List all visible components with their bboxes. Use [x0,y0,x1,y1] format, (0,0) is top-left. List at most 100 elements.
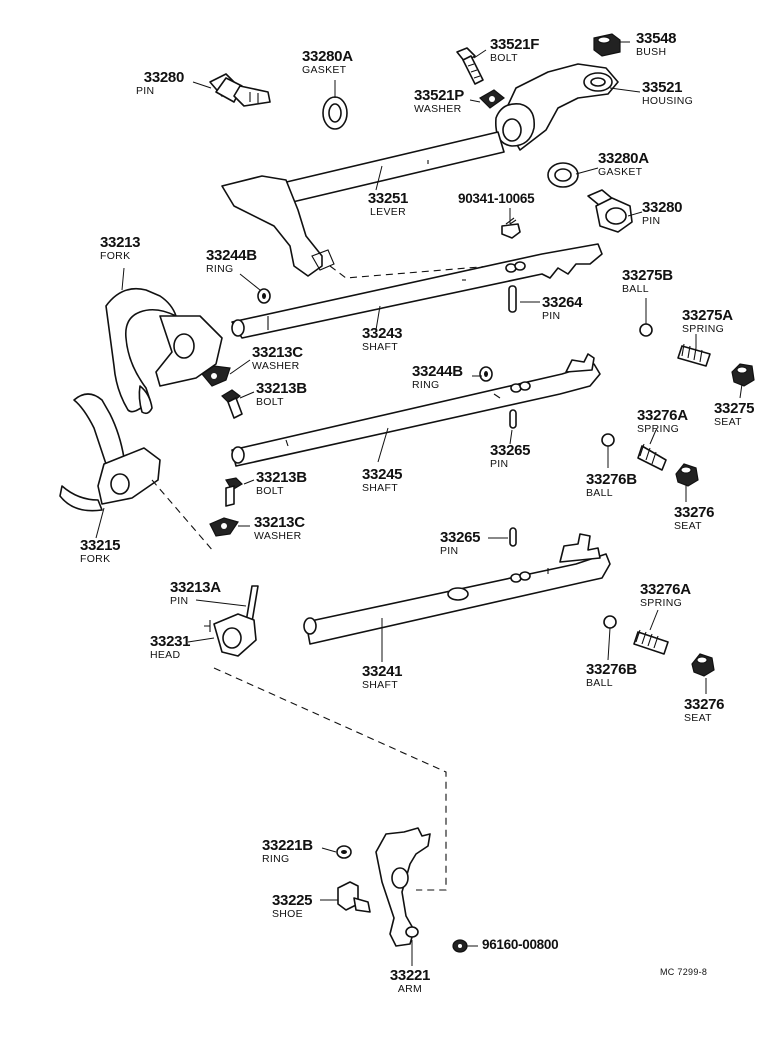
part-name: GASKET [302,64,347,76]
callout-33221: 33221 ARM [384,968,436,995]
part-number: 33264 [542,294,583,311]
part-name: FORK [100,250,131,262]
part-name: HEAD [150,649,181,661]
plug-90341-10065-drawing [501,217,521,239]
figure-reference: MC 7299-8 [660,967,708,977]
callout-33225: 33225 SHOE [272,892,313,920]
callout-33213C-b: 33213C WASHER [254,515,305,542]
callout-33265-a: 33265 PIN [490,442,531,470]
ring-33244B-b-drawing [479,366,493,382]
part-name: BOLT [490,52,518,64]
part-name: SHAFT [362,482,398,494]
part-number: 33276 [674,504,715,521]
part-name: RING [206,263,234,275]
part-name: SPRING [637,423,680,435]
part-number: 33276 [684,696,725,713]
gasket-33280A-top-drawing [322,96,348,130]
part-name: WASHER [252,360,300,372]
part-number: 33213C [252,344,303,361]
part-name: WASHER [254,530,302,542]
part-number: 33243 [362,325,403,342]
callout-33243: 33243 SHAFT [362,325,403,353]
part-name: SHAFT [362,679,398,691]
part-name: PIN [136,85,155,97]
clip-96160-00800-drawing [452,939,468,953]
callout-33280A-top: 33280A GASKET [302,49,353,76]
callout-96160-00800: 96160-00800 [482,937,559,952]
callout-33276A-a: 33276A SPRING [637,408,688,435]
seat-33276-b-drawing [691,653,715,677]
callout-33244B-a: 33244B RING [206,248,257,275]
seat-33276-a-drawing [675,463,699,487]
head-33231-drawing [204,613,257,657]
gasket-33280A-mid-drawing [547,162,579,188]
ball-33276B-b-drawing [603,615,617,629]
arm-33221-drawing [375,827,431,947]
callout-33280A-mid: 33280A GASKET [598,151,649,178]
part-number: 33244B [206,247,257,264]
ball-33276B-a-drawing [601,433,615,447]
callout-33280-top: 33280 PIN [120,70,184,97]
part-name: PIN [170,595,189,607]
callout-33276-b: 33276 SEAT [684,696,725,724]
part-name: GASKET [598,166,643,178]
part-number: 33276A [640,581,691,598]
callout-33276B-a: 33276B BALL [586,472,637,499]
part-name: SPRING [682,323,725,335]
part-number: 33213C [254,514,305,531]
part-number: 33221B [262,837,313,854]
part-number: 33251 [367,190,409,207]
part-name: PIN [542,310,561,322]
part-number: 33280 [642,199,683,216]
callout-33276B-b: 33276B BALL [586,662,637,689]
part-number: 33215 [80,537,121,554]
part-name: HOUSING [642,95,694,107]
callout-33221B: 33221B RING [262,838,313,865]
part-number: 33241 [362,663,403,680]
callout-33275: 33275 SEAT [714,401,755,428]
part-name: SEAT [674,520,702,532]
part-number: 33280A [598,150,649,167]
pin-33265-a-drawing [509,409,517,429]
bush-33548-drawing [593,33,621,57]
callout-90341-10065: 90341-10065 [458,191,535,206]
washer-33521P-drawing [479,89,505,109]
bolt-33213B-a-drawing [221,389,243,419]
part-number: 33265 [490,442,531,459]
part-number: 90341-10065 [458,191,535,206]
part-number: 96160-00800 [482,937,559,952]
part-name: FORK [80,553,111,565]
part-name: RING [412,379,440,391]
part-number: 33213B [256,380,307,397]
part-name: BOLT [256,396,284,408]
callout-33264: 33264 PIN [542,294,583,322]
seat-33275-drawing [731,363,755,387]
callout-33275B: 33275B BALL [622,268,673,295]
callout-33231: 33231 HEAD [150,634,191,661]
part-name: WASHER [414,103,462,115]
part-name: PIN [490,458,509,470]
callout-33213: 33213 FORK [100,235,141,262]
ring-33244B-a-drawing [257,288,271,304]
part-number: 33280A [302,48,353,65]
leader-lines [95,41,743,966]
washer-33213C-b-drawing [209,517,239,537]
callout-33213C-a: 33213C WASHER [252,345,303,372]
pin-33264-drawing [508,285,517,313]
part-name: SPRING [640,597,683,609]
spring-33276A-a-drawing [637,443,667,471]
callout-33213B-a: 33213B BOLT [256,381,307,408]
part-number: 33275B [622,267,673,284]
part-name: SEAT [684,712,712,724]
part-number: 33265 [440,529,481,546]
shaft-33243-drawing [231,243,603,339]
callout-33245: 33245 SHAFT [362,467,403,494]
part-number: 33225 [272,892,313,909]
lever-33251-drawing [221,131,505,277]
part-number: 33213A [170,579,221,596]
callout-33244B-b: 33244B RING [412,364,463,391]
part-number: 33244B [412,363,463,380]
bolt-33521F-drawing [456,47,484,85]
part-name: BALL [586,677,613,689]
